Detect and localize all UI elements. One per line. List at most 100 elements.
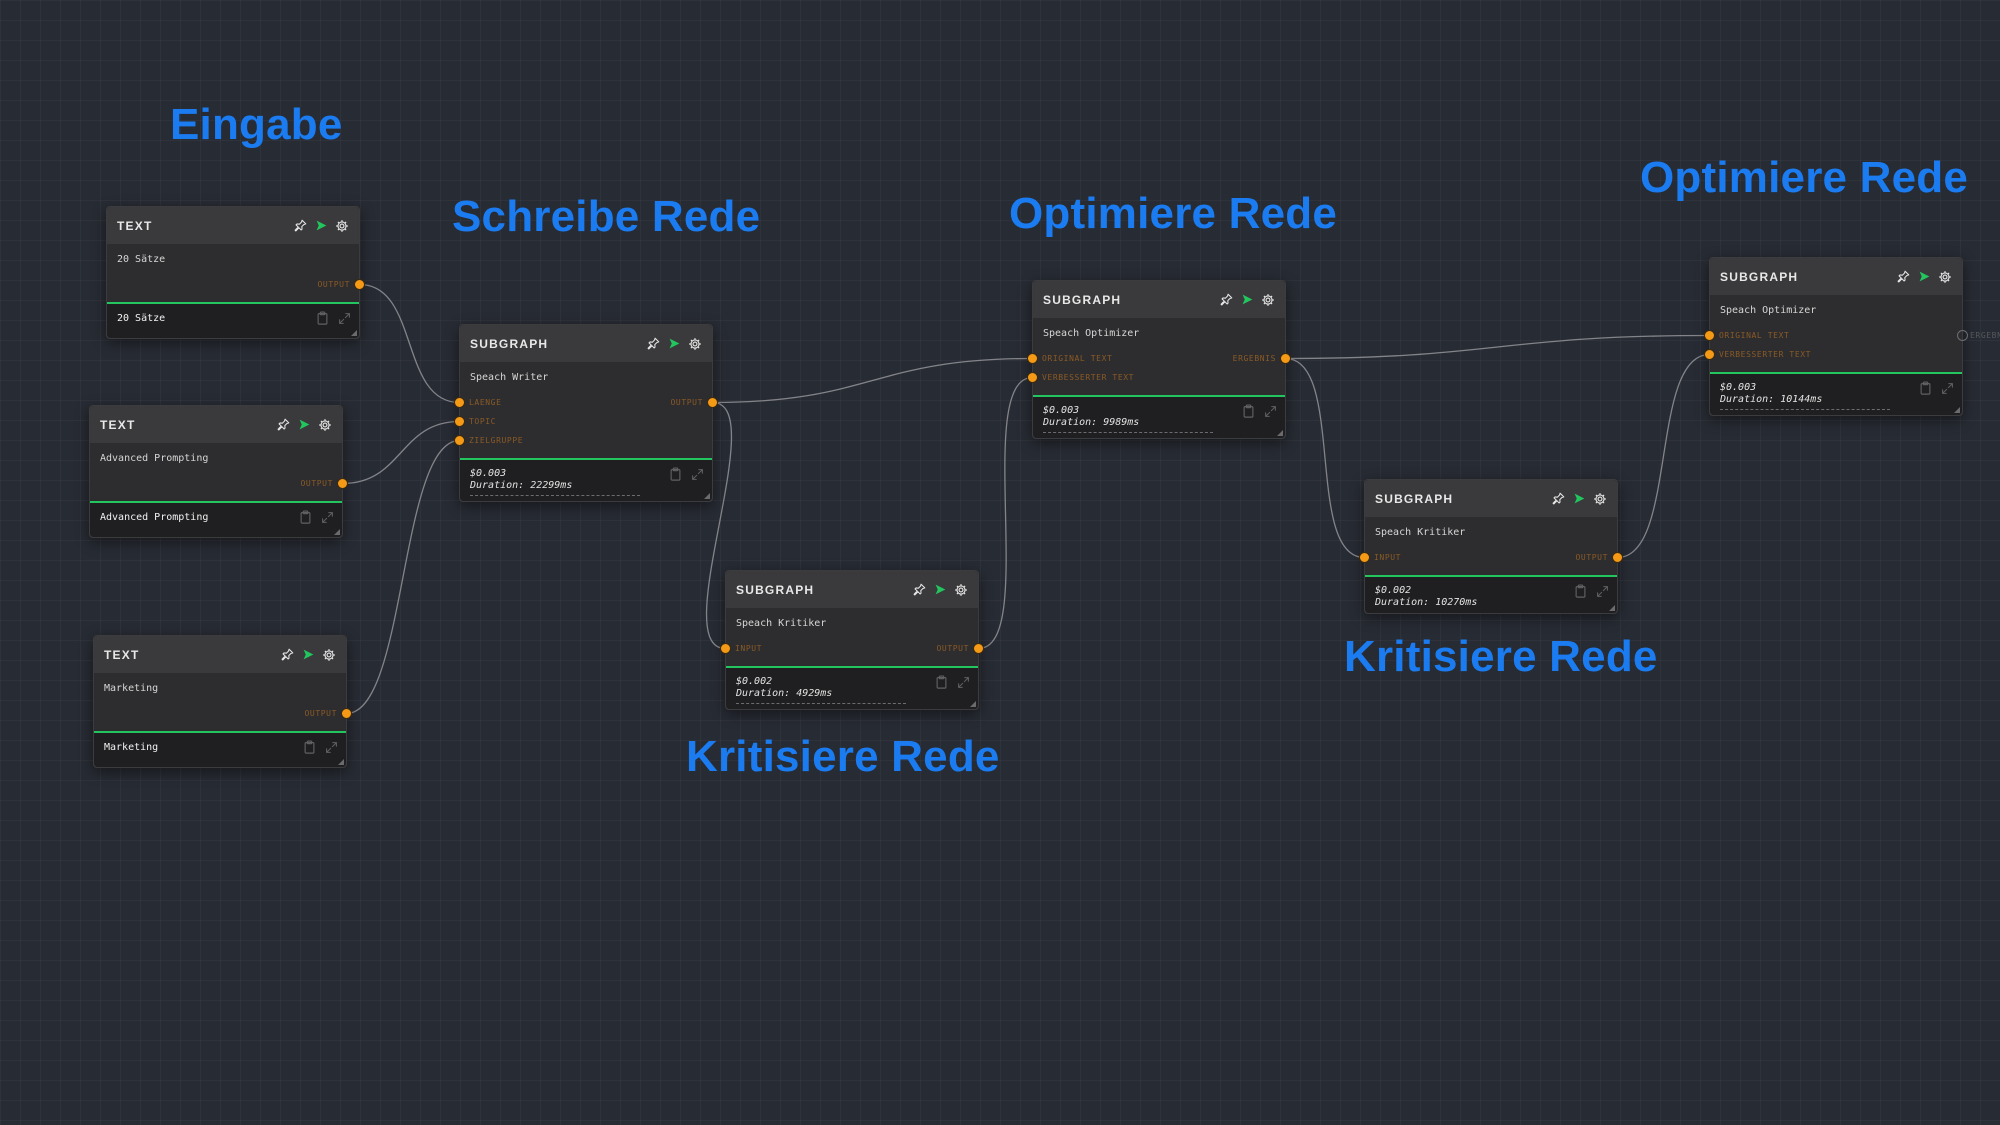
subgraph-node-speach-kritiker-1[interactable]: SUBGRAPH Speach Kritiker INPUT OUTPUT $0… xyxy=(720,570,984,710)
expand-icon[interactable] xyxy=(337,311,351,325)
run-icon[interactable] xyxy=(1240,293,1254,307)
clipboard-icon[interactable] xyxy=(1918,381,1932,395)
input-port-laenge[interactable] xyxy=(454,397,465,408)
label-eingabe: Eingabe xyxy=(170,100,343,149)
pin-icon[interactable] xyxy=(1551,492,1565,506)
text-node-1[interactable]: TEXT 20 Sätze OUTPUT 20 Sätze xyxy=(106,206,365,339)
input-port-label: ZIELGRUPPE xyxy=(469,436,524,445)
resize-handle[interactable] xyxy=(1277,430,1283,436)
expand-icon[interactable] xyxy=(320,510,334,524)
subgraph-node-speach-kritiker-2[interactable]: SUBGRAPH Speach Kritiker INPUT OUTPUT $0… xyxy=(1359,479,1623,614)
input-port[interactable] xyxy=(1359,552,1370,563)
connection-wire[interactable] xyxy=(705,401,733,650)
clipboard-icon[interactable] xyxy=(668,467,682,481)
expand-icon[interactable] xyxy=(956,675,970,689)
node-value: Advanced Prompting xyxy=(100,512,209,523)
run-duration: Duration: 10270ms xyxy=(1375,597,1478,608)
output-port[interactable] xyxy=(341,708,352,719)
expand-icon[interactable] xyxy=(324,740,338,754)
input-port-verbesserter-text[interactable] xyxy=(1704,349,1715,360)
expand-icon[interactable] xyxy=(1263,404,1277,418)
connection-wire[interactable] xyxy=(359,283,460,404)
run-icon[interactable] xyxy=(1917,270,1931,284)
subgraph-node-speach-writer[interactable]: SUBGRAPH Speach Writer LAENGE OUTPUT TOP… xyxy=(454,324,718,502)
input-port-original-text[interactable] xyxy=(1704,330,1715,341)
gear-icon[interactable] xyxy=(318,418,332,432)
input-port-label: VERBESSERTER TEXT xyxy=(1042,373,1135,382)
expand-icon[interactable] xyxy=(1595,584,1609,598)
clipboard-icon[interactable] xyxy=(934,675,948,689)
connection-wire[interactable] xyxy=(1617,353,1710,559)
node-header[interactable]: SUBGRAPH xyxy=(1365,480,1617,517)
node-header[interactable]: TEXT xyxy=(107,207,359,244)
subgraph-node-speach-optimizer-1[interactable]: SUBGRAPH Speach Optimizer ORIGINAL TEXT … xyxy=(1027,280,1291,439)
output-port[interactable] xyxy=(337,478,348,489)
connection-wire[interactable] xyxy=(978,376,1033,650)
pin-icon[interactable] xyxy=(1896,270,1910,284)
output-port[interactable] xyxy=(1612,552,1623,563)
resize-handle[interactable] xyxy=(338,759,344,765)
resize-handle[interactable] xyxy=(970,701,976,707)
pin-icon[interactable] xyxy=(646,337,660,351)
resize-handle[interactable] xyxy=(704,493,710,499)
input-port-label: INPUT xyxy=(1374,553,1402,562)
gear-icon[interactable] xyxy=(1261,293,1275,307)
output-port-unconnected[interactable] xyxy=(1957,330,1968,341)
input-port-topic[interactable] xyxy=(454,416,465,427)
node-header[interactable]: SUBGRAPH xyxy=(1710,258,1962,295)
subgraph-node-speach-optimizer-2[interactable]: SUBGRAPH Speach Optimizer ORIGINAL TEXT … xyxy=(1704,257,2000,416)
run-icon[interactable] xyxy=(933,583,947,597)
output-port[interactable] xyxy=(354,279,365,290)
gear-icon[interactable] xyxy=(335,219,349,233)
resize-handle[interactable] xyxy=(1954,407,1960,413)
connection-wire[interactable] xyxy=(346,439,460,715)
pin-icon[interactable] xyxy=(912,583,926,597)
node-header[interactable]: SUBGRAPH xyxy=(726,571,978,608)
gear-icon[interactable] xyxy=(1938,270,1952,284)
run-icon[interactable] xyxy=(301,648,315,662)
text-node-2[interactable]: TEXT Advanced Prompting OUTPUT Advanced … xyxy=(89,405,348,538)
gear-icon[interactable] xyxy=(1593,492,1607,506)
resize-handle[interactable] xyxy=(351,330,357,336)
run-icon[interactable] xyxy=(1572,492,1586,506)
clipboard-icon[interactable] xyxy=(315,311,329,325)
clipboard-icon[interactable] xyxy=(1573,584,1587,598)
text-node-3[interactable]: TEXT Marketing OUTPUT Marketing xyxy=(93,635,352,768)
output-port[interactable] xyxy=(707,397,718,408)
connection-wire[interactable] xyxy=(342,420,460,485)
output-port[interactable] xyxy=(1280,353,1291,364)
clipboard-icon[interactable] xyxy=(1241,404,1255,418)
run-icon[interactable] xyxy=(314,219,328,233)
node-header[interactable]: TEXT xyxy=(90,406,342,443)
input-port-zielgruppe[interactable] xyxy=(454,435,465,446)
clipboard-icon[interactable] xyxy=(298,510,312,524)
gear-icon[interactable] xyxy=(954,583,968,597)
pin-icon[interactable] xyxy=(276,418,290,432)
run-duration: Duration: 4929ms xyxy=(736,688,833,699)
pin-icon[interactable] xyxy=(293,219,307,233)
input-port[interactable] xyxy=(720,643,731,654)
output-port[interactable] xyxy=(973,643,984,654)
connection-wire[interactable] xyxy=(712,357,1033,404)
pin-icon[interactable] xyxy=(1219,293,1233,307)
gear-icon[interactable] xyxy=(688,337,702,351)
pin-icon[interactable] xyxy=(280,648,294,662)
connection-wire[interactable] xyxy=(1285,334,1710,360)
node-header[interactable]: SUBGRAPH xyxy=(1033,281,1285,318)
output-port-label: OUTPUT xyxy=(304,709,337,718)
input-port-verbesserter-text[interactable] xyxy=(1027,372,1038,383)
clipboard-icon[interactable] xyxy=(302,740,316,754)
resize-handle[interactable] xyxy=(1609,605,1615,611)
input-port-original-text[interactable] xyxy=(1027,353,1038,364)
run-cost: $0.003 xyxy=(470,468,507,479)
gear-icon[interactable] xyxy=(322,648,336,662)
resize-handle[interactable] xyxy=(334,529,340,535)
run-icon[interactable] xyxy=(297,418,311,432)
connection-wire[interactable] xyxy=(1285,357,1365,559)
node-header[interactable]: SUBGRAPH xyxy=(460,325,712,362)
input-port-label: INPUT xyxy=(735,644,763,653)
expand-icon[interactable] xyxy=(690,467,704,481)
expand-icon[interactable] xyxy=(1940,381,1954,395)
run-icon[interactable] xyxy=(667,337,681,351)
node-header[interactable]: TEXT xyxy=(94,636,346,673)
